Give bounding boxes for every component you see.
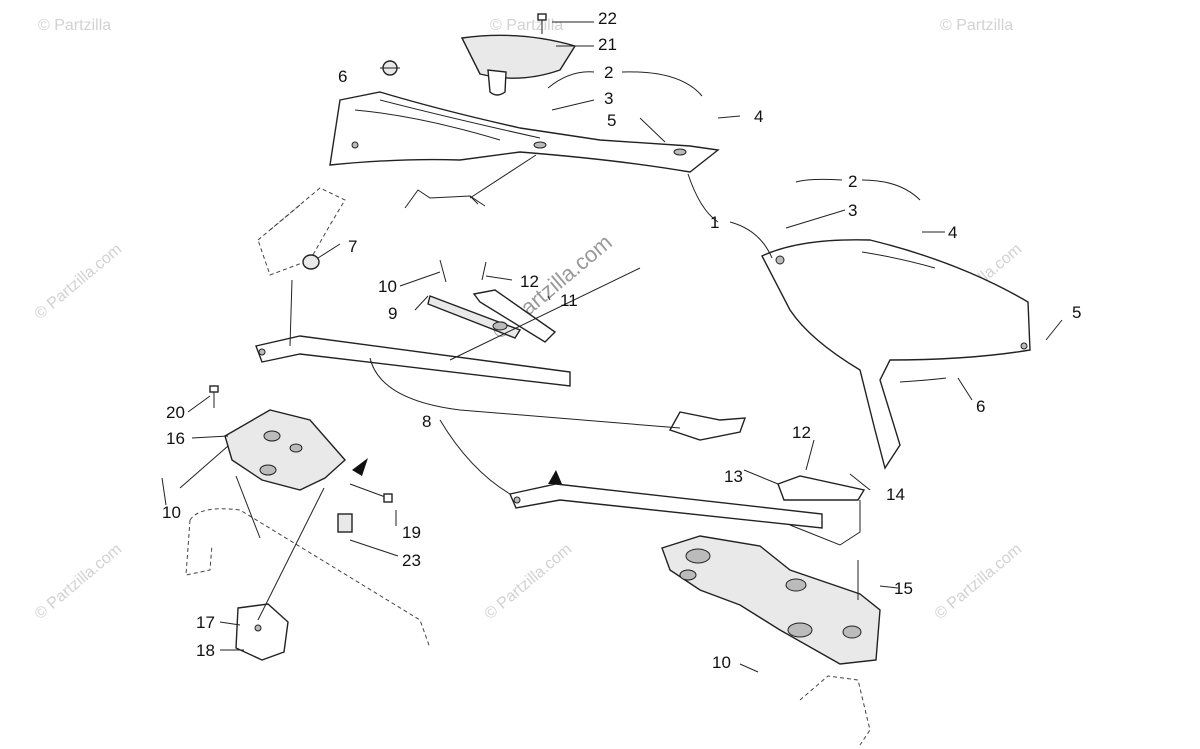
callout-12-upper: 12 [520,272,539,291]
part-rivet-10-upper [439,259,447,283]
part-bolt-20 [209,385,219,408]
frame-dashed-right [799,675,871,746]
callout-3-right: 3 [848,201,857,220]
watermark-top-center: © Partzilla [490,17,563,34]
callout-10-right: 10 [712,653,731,672]
callout-10-left: 10 [162,503,181,522]
part-plate-17 [235,603,289,661]
part-side-panel-left [329,91,720,173]
callout-21: 21 [598,35,617,54]
part-bracket-13-lower [777,475,866,501]
part-headlight-housing [460,34,577,96]
callout-10-upper: 10 [378,277,397,296]
part-bracket-16 [224,409,368,491]
callout-20: 20 [166,403,185,422]
frame-dashed-lower-left [185,508,431,649]
part-mounting-plate-15 [661,535,881,665]
callout-9: 9 [388,304,397,323]
part-bolt-19 [349,483,393,503]
callout-5-left: 5 [607,111,616,130]
part-bracket-11 [472,289,557,343]
callout-15: 15 [894,579,913,598]
frame-dashed-left [257,187,346,276]
callout-2-left: 2 [604,63,613,82]
part-nut-7 [302,254,320,270]
part-rivet-12-upper [481,261,487,281]
callout-18: 18 [196,641,215,660]
callout-12-lower: 12 [792,423,811,442]
watermark-bottom-right: © Partzilla.com [932,541,1026,623]
leader-lines [161,21,1063,673]
watermark-mid-left: © Partzilla.com [32,241,126,323]
callout-3-left: 3 [604,89,613,108]
part-side-panel-right [761,239,1031,470]
callout-16: 16 [166,429,185,448]
part-screw-22 [537,13,547,34]
watermark-top-right: © Partzilla [940,17,1013,34]
callout-14: 14 [886,485,905,504]
callout-labels: 22 21 2 3 5 4 6 7 1 2 3 4 5 6 10 9 12 11… [162,9,1081,672]
callout-1: 1 [710,213,719,232]
callout-7: 7 [348,237,357,256]
callout-2-right: 2 [848,172,857,191]
callout-4-right: 4 [948,223,957,242]
callout-19: 19 [402,523,421,542]
part-clip-23 [337,513,353,533]
part-support-bar-lower [509,470,823,529]
part-small-bracket [404,189,486,209]
callout-8: 8 [422,412,431,431]
callout-11: 11 [560,291,578,310]
callout-6-right: 6 [976,397,985,416]
callout-6-left: 6 [338,67,347,86]
watermark-top-left: © Partzilla [38,17,111,34]
callout-23: 23 [402,551,421,570]
callout-22: 22 [598,9,617,28]
callout-17: 17 [196,613,215,632]
callout-5-right: 5 [1072,303,1081,322]
callout-13: 13 [724,467,743,486]
part-bracket-13 [668,411,747,441]
watermark-bottom-left: © Partzilla.com [32,541,126,623]
callout-4-left: 4 [754,107,763,126]
watermark-bottom-center: © Partzilla.com [482,541,576,623]
part-support-bar-upper [255,335,571,387]
part-strap-9 [427,295,522,339]
